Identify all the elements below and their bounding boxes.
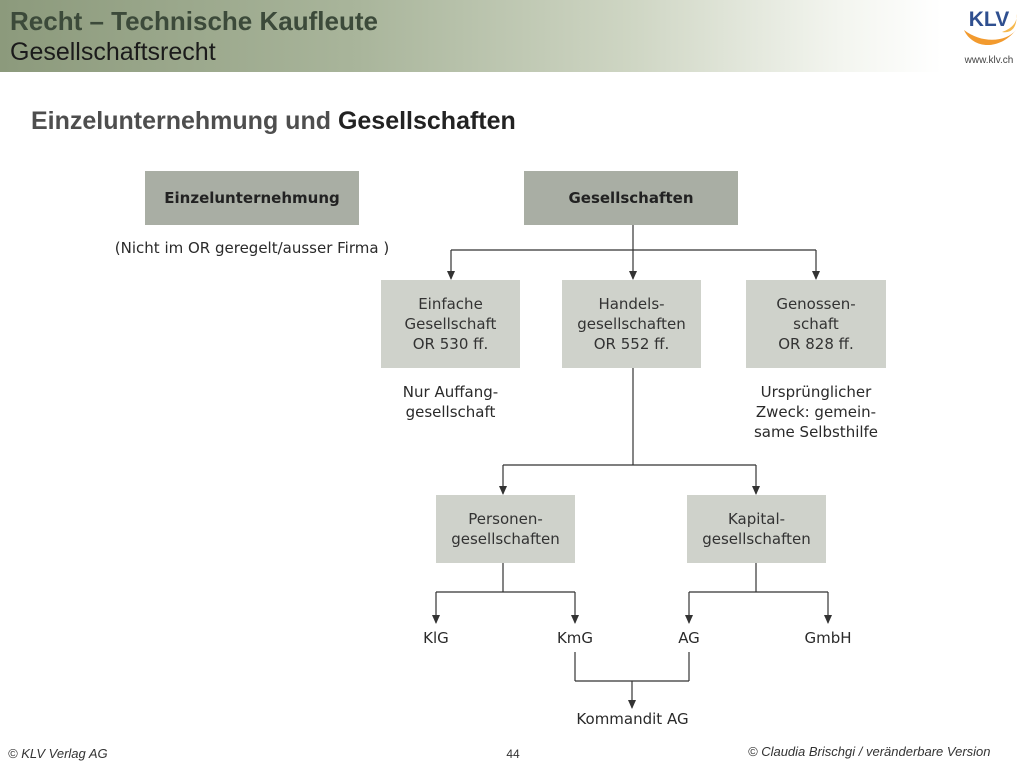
node-kapitalgesellschaften: Kapital- gesellschaften	[687, 495, 826, 563]
node-einzelunternehmung: Einzelunternehmung	[145, 171, 359, 225]
logo-url: www.klv.ch	[964, 55, 1014, 66]
leaf-kommandit-ag: Kommandit AG	[576, 710, 689, 728]
node-einfache-gesellschaft: Einfache Gesellschaft OR 530 ff.	[381, 280, 520, 368]
node-handelsgesellschaften: Handels- gesellschaften OR 552 ff.	[562, 280, 701, 368]
header-title: Recht – Technische Kaufleute	[10, 6, 378, 36]
leaf-klg: KlG	[423, 629, 449, 647]
node-genossenschaft: Genossen- schaft OR 828 ff.	[746, 280, 886, 368]
slide-title: Einzelunternehmung und Gesellschaften	[31, 107, 516, 136]
node-gesellschaften: Gesellschaften	[524, 171, 738, 225]
note-einfache-gesellschaft: Nur Auffang- gesellschaft	[402, 383, 499, 421]
leaf-ag: AG	[678, 629, 700, 647]
slide-title-part2: Gesellschaften	[337, 107, 516, 135]
leaf-kmg: KmG	[556, 629, 594, 647]
header-subtitle: Gesellschaftsrecht	[10, 38, 216, 66]
klv-logo-text: KLV	[969, 8, 1009, 31]
leaf-gmbh: GmbH	[804, 629, 852, 647]
node-personengesellschaften: Personen- gesellschaften	[436, 495, 575, 563]
footer-copyright: © KLV Verlag AG	[8, 746, 108, 761]
header-bar: Recht – Technische Kaufleute Gesellschaf…	[0, 0, 1024, 72]
note-einzelunternehmung: (Nicht im OR geregelt/ausser Firma )	[114, 239, 390, 257]
klv-logo: KLV	[964, 8, 1017, 46]
note-genossenschaft: Ursprünglicher Zweck: gemein- same Selbs…	[753, 383, 879, 441]
footer-author: © Claudia Brischgi / veränderbare Versio…	[748, 744, 991, 759]
slide-title-part1: Einzelunternehmung und	[31, 107, 331, 135]
page-number: 44	[506, 747, 520, 761]
